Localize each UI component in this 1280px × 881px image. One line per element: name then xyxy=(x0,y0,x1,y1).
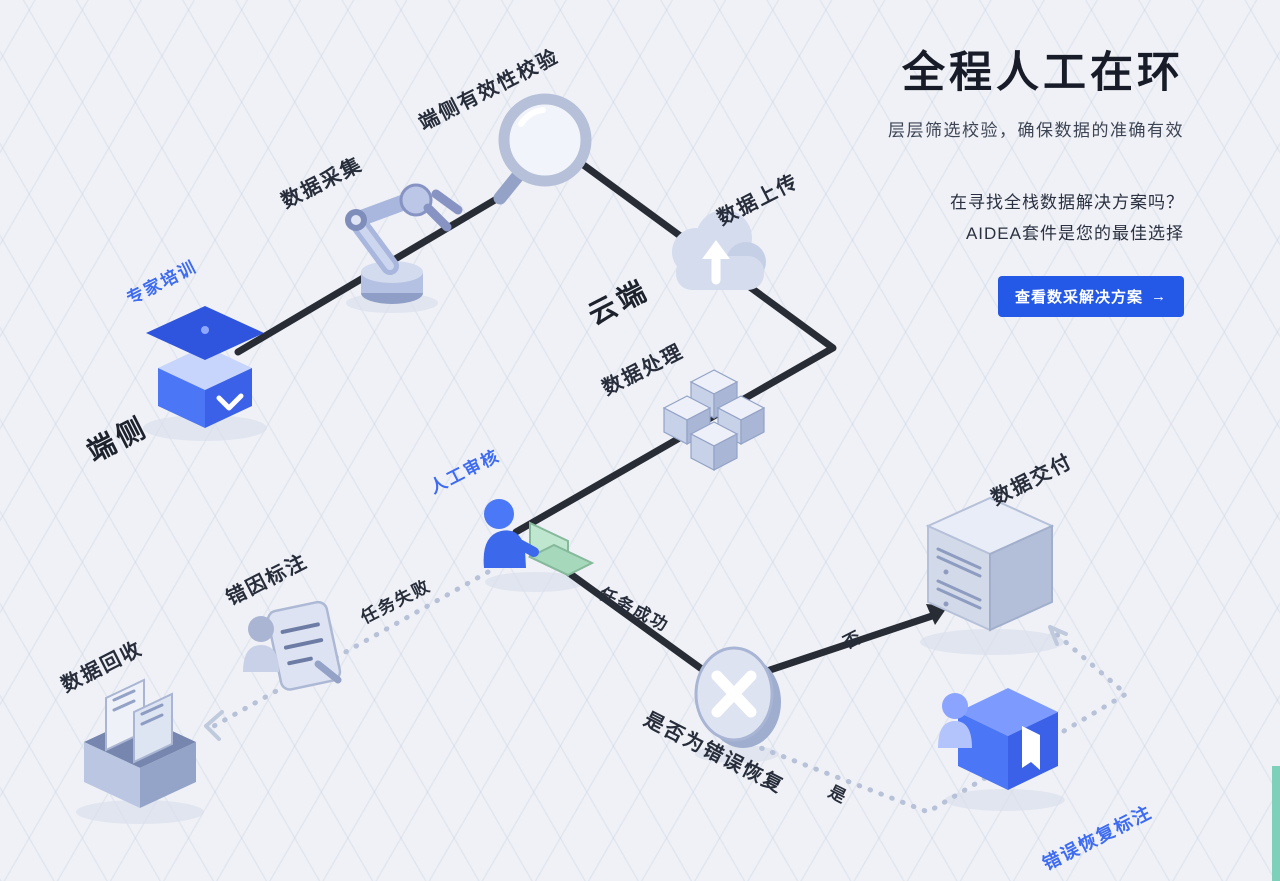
dotted-arrow-to-recycle xyxy=(204,710,224,741)
promo-text: 在寻找全栈数据解决方案吗？ AIDEA套件是您的最佳选择 xyxy=(704,187,1184,250)
error-doc-person-icon xyxy=(243,600,342,691)
page-title: 全程人工在环 xyxy=(902,49,1184,97)
server-icon xyxy=(925,496,1055,632)
recycle-box-icon xyxy=(84,678,196,808)
promo-line-2: AIDEA套件是您的最佳选择 xyxy=(965,224,1184,244)
dotted-arrowheads xyxy=(204,625,1068,741)
cta-view-solution-button[interactable]: 查看数采解决方案 → xyxy=(997,275,1184,317)
cta-label: 查看数采解决方案 xyxy=(1014,288,1143,306)
arrow-right-icon: → xyxy=(1151,287,1167,305)
magnifier-icon xyxy=(493,93,592,205)
reviewer-laptop-icon xyxy=(483,499,595,577)
dotted-arrow-to-delivery xyxy=(1048,625,1068,646)
icon-shadows xyxy=(76,293,1065,824)
bookmark-person-icon xyxy=(938,688,1058,790)
cube-cluster-icon xyxy=(662,369,766,471)
page-subtitle: 层层筛选校验，确保数据的准确有效 xyxy=(888,121,1184,140)
graduation-podium-icon xyxy=(146,306,264,428)
marketing-panel: 全程人工在环 层层筛选校验，确保数据的准确有效 在寻找全栈数据解决方案吗？ AI… xyxy=(704,38,1184,317)
robot-arm-icon xyxy=(345,183,463,304)
upload-cloud-icon xyxy=(672,210,766,290)
promo-line-1: 在寻找全栈数据解决方案吗？ xyxy=(950,193,1184,212)
edge-accent-strip xyxy=(1272,766,1280,881)
decision-x-icon xyxy=(694,646,781,748)
